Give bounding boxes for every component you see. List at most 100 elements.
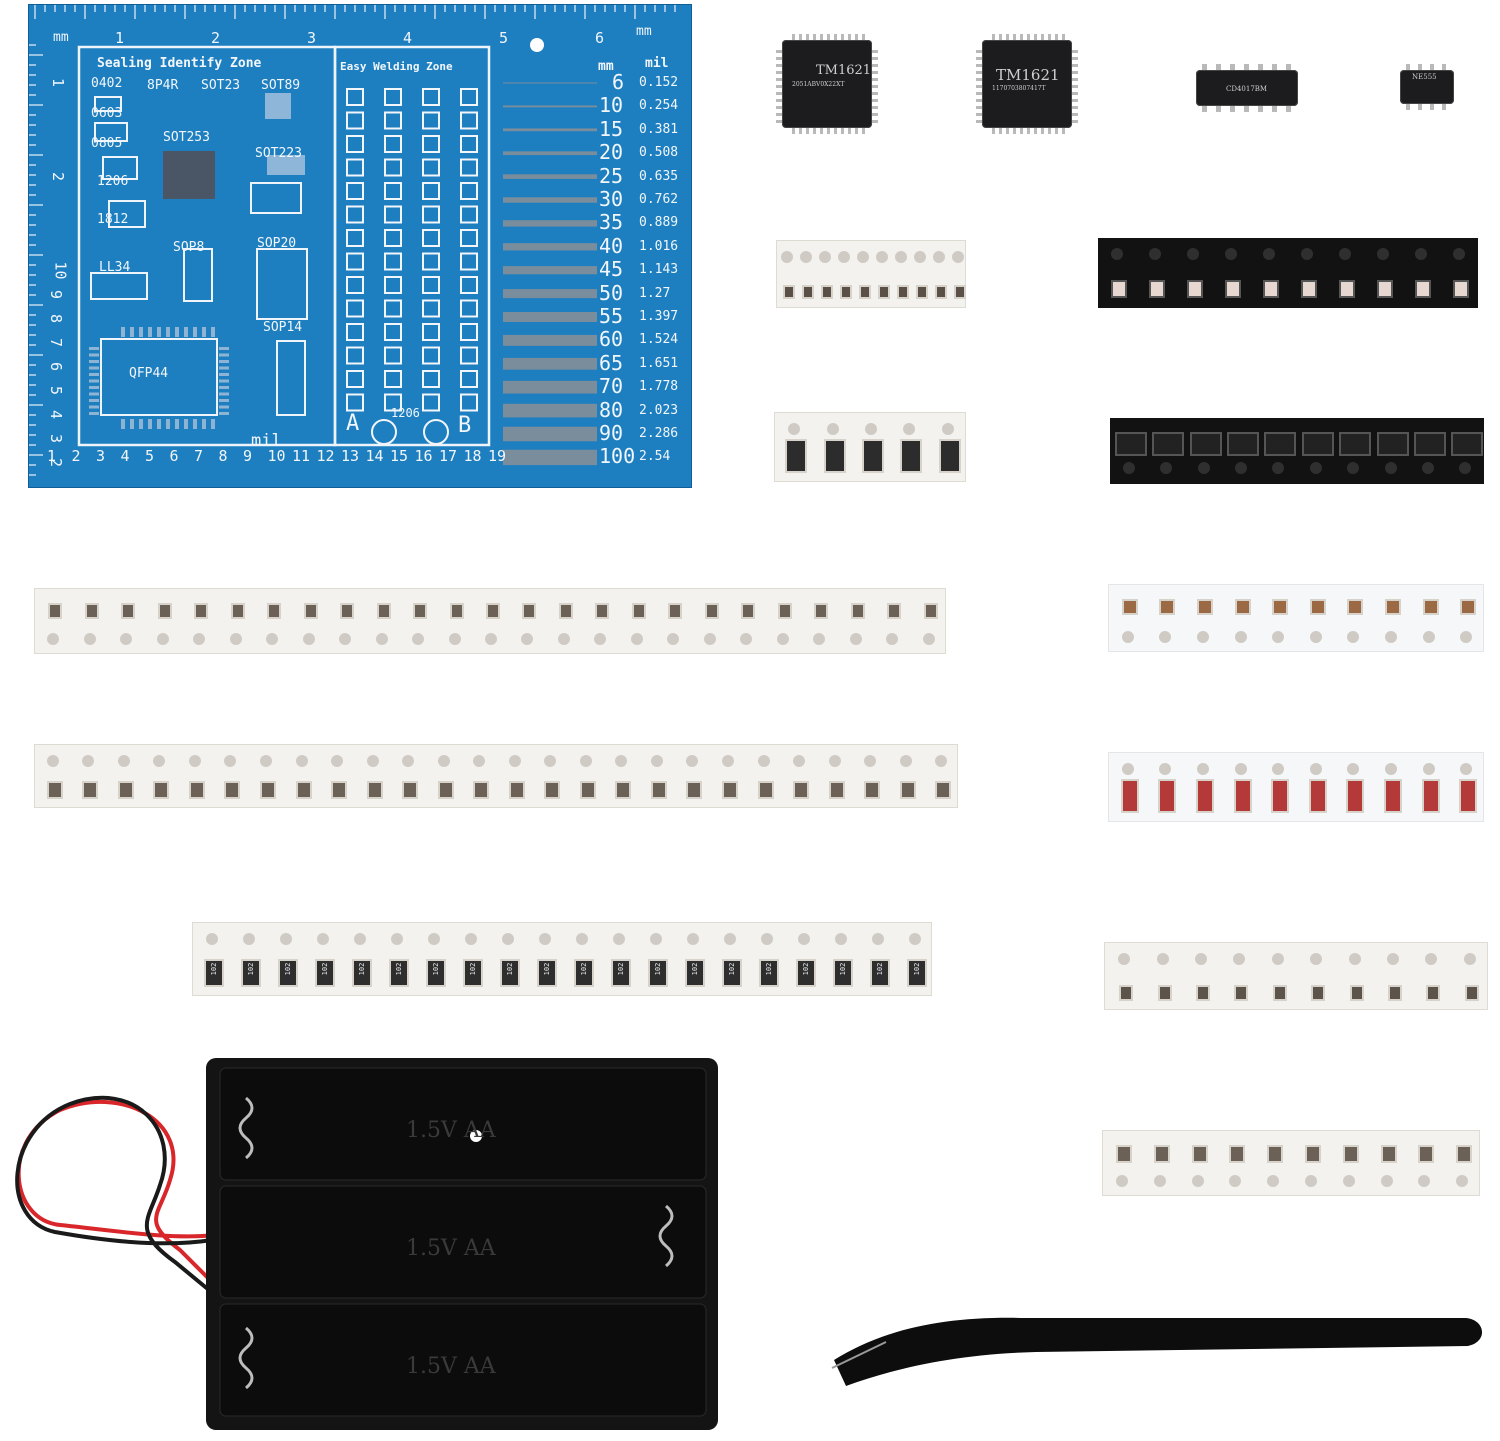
smd-component: [1234, 985, 1249, 1001]
smd-component: [650, 781, 667, 799]
smd-component: [1263, 280, 1279, 298]
sprocket-hole: [818, 251, 831, 263]
smd-component: [366, 781, 383, 799]
sprocket-hole: [538, 933, 551, 945]
smd-component: [1114, 432, 1147, 456]
package-label: SOT223: [255, 146, 302, 161]
bottom-ruler-number: 9: [243, 447, 253, 465]
smd-component: [340, 603, 355, 619]
smd-component: 102: [240, 959, 261, 987]
smd-component: [1234, 599, 1251, 615]
sprocket-hole: [1195, 953, 1207, 965]
sprocket-hole: [1272, 462, 1285, 474]
tape-ll34-diodes: [1108, 752, 1484, 822]
smd-component: [686, 781, 703, 799]
resistor-marking: 102: [690, 962, 699, 976]
smd-component: [1346, 779, 1365, 813]
left-ruler-number: 6: [47, 361, 66, 372]
trace-mil-value: 50: [599, 280, 624, 305]
resistor-marking: 102: [727, 962, 736, 976]
resistor-marking: 102: [616, 962, 625, 976]
smd-component: [1301, 432, 1334, 456]
left-ruler-number: 4: [47, 409, 66, 420]
package-label: 8P4R: [147, 78, 179, 93]
tape-0402-resistors: [776, 240, 966, 308]
smd-component: [1413, 432, 1446, 456]
sprocket-hole: [932, 251, 945, 263]
bottom-ruler-number: 12: [316, 447, 335, 465]
sprocket-hole: [485, 633, 497, 645]
sprocket-hole: [894, 251, 907, 263]
sprocket-hole: [266, 633, 279, 645]
sprocket-hole: [1121, 631, 1134, 643]
trace-mil-value: 70: [599, 374, 624, 399]
smd-component: [793, 781, 810, 799]
smd-component: [722, 781, 738, 799]
smd-component: [877, 285, 890, 299]
soic8-chip: NE555: [1400, 70, 1454, 104]
smd-component: [595, 603, 610, 619]
sprocket-hole: [722, 755, 734, 767]
smd-component: [839, 285, 852, 299]
smd-component: 102: [721, 959, 742, 987]
sprocket-hole: [353, 933, 366, 945]
sprocket-hole: [837, 251, 850, 263]
smd-component: [224, 781, 241, 799]
smd-component: 102: [425, 959, 446, 987]
trace-mil-value: 100: [599, 444, 636, 469]
sprocket-hole: [47, 633, 60, 645]
tape-resistor-networks: [774, 412, 966, 482]
trace-mm-value: 0.508: [639, 145, 679, 161]
sprocket-hole: [723, 933, 736, 945]
smd-component: [668, 603, 683, 619]
sprocket-hole: [193, 633, 206, 645]
smd-component: [1267, 1145, 1284, 1163]
sprocket-hole: [1453, 248, 1465, 260]
pcb-mil-label: mil: [251, 431, 282, 451]
smd-component: [900, 439, 923, 473]
smd-component: [1271, 779, 1290, 813]
left-ruler-number: 2: [49, 171, 68, 182]
resistor-marking: 102: [320, 962, 329, 976]
sprocket-hole: [46, 755, 59, 767]
resistor-marking: 102: [912, 962, 921, 976]
sprocket-hole: [776, 633, 789, 645]
smd-component: [1347, 599, 1364, 615]
smd-component: [194, 603, 209, 619]
chip-pins: [776, 34, 1446, 134]
smd-component: 102: [536, 959, 557, 987]
smd-component: [558, 603, 573, 619]
resistor-marking: 102: [579, 962, 588, 976]
trace-mm-value: 1.651: [639, 355, 679, 371]
trace-mil-value: 6: [612, 70, 625, 94]
sprocket-hole: [1347, 462, 1360, 474]
left-ruler-number: 8: [47, 313, 66, 324]
sprocket-hole: [1233, 953, 1246, 965]
sprocket-hole: [1272, 631, 1285, 643]
smd-component: [1272, 599, 1289, 615]
sprocket-hole: [1301, 248, 1313, 260]
smd-component: [48, 603, 63, 619]
sprocket-hole: [1122, 462, 1135, 474]
slot-label-1: 1.5V AA: [406, 1118, 496, 1143]
smd-component: [1187, 280, 1203, 298]
smd-component: [1304, 1145, 1321, 1163]
smd-component: 102: [499, 959, 520, 987]
smd-component: [230, 603, 245, 619]
smd-component: [1111, 280, 1127, 298]
sprocket-hole: [864, 755, 877, 767]
sprocket-hole: [575, 933, 588, 945]
smd-component: 102: [573, 959, 594, 987]
trace-mm-value: 0.635: [639, 168, 679, 184]
resistor-marking: 102: [283, 962, 292, 976]
resistor-marking: 102: [357, 962, 366, 976]
left-ruler-number: 9: [47, 289, 66, 300]
sprocket-hole: [615, 755, 628, 767]
trace-mm-value: 0.381: [639, 121, 679, 137]
top-ruler-number: 3: [307, 29, 317, 47]
smd-component: [1308, 779, 1327, 813]
sprocket-hole: [366, 755, 379, 767]
sprocket-hole: [941, 423, 954, 435]
